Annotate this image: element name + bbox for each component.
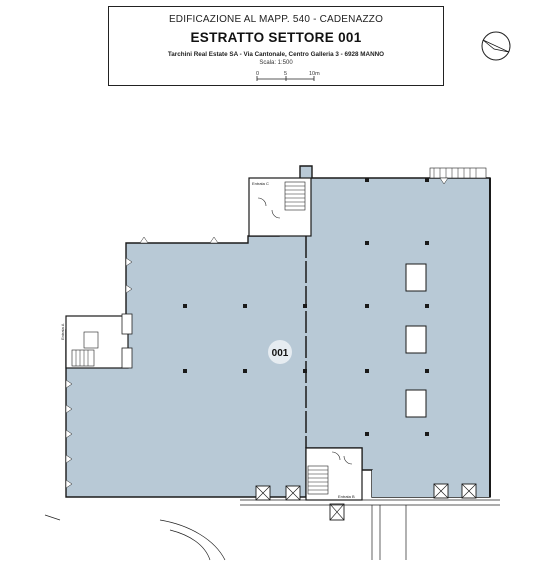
title-block: EDIFICAZIONE AL MAPP. 540 - CADENAZZO ES…	[108, 6, 444, 86]
scale-tick-10: 10m	[309, 71, 320, 77]
scale-bar: 0 5 10m	[256, 71, 320, 81]
stair-label-c: Entrata C	[252, 181, 269, 186]
sector-label: 001	[272, 348, 289, 359]
stair-label-a: Entrata A	[60, 323, 65, 340]
scale-label: Scala: 1:500	[259, 60, 293, 66]
sector-badge	[268, 340, 292, 364]
scale-tick-5: 5	[284, 71, 287, 77]
scale-tick-0: 0	[256, 71, 259, 77]
sector-title: ESTRATTO SETTORE 001	[190, 30, 362, 45]
north-arrow-icon	[481, 31, 511, 61]
project-title: EDIFICAZIONE AL MAPP. 540 - CADENAZZO	[168, 14, 384, 25]
columns	[183, 178, 429, 436]
owner-address: Tarchini Real Estate SA - Via Cantonale,…	[167, 51, 385, 58]
stair-label-b: Entrata B	[338, 494, 355, 499]
